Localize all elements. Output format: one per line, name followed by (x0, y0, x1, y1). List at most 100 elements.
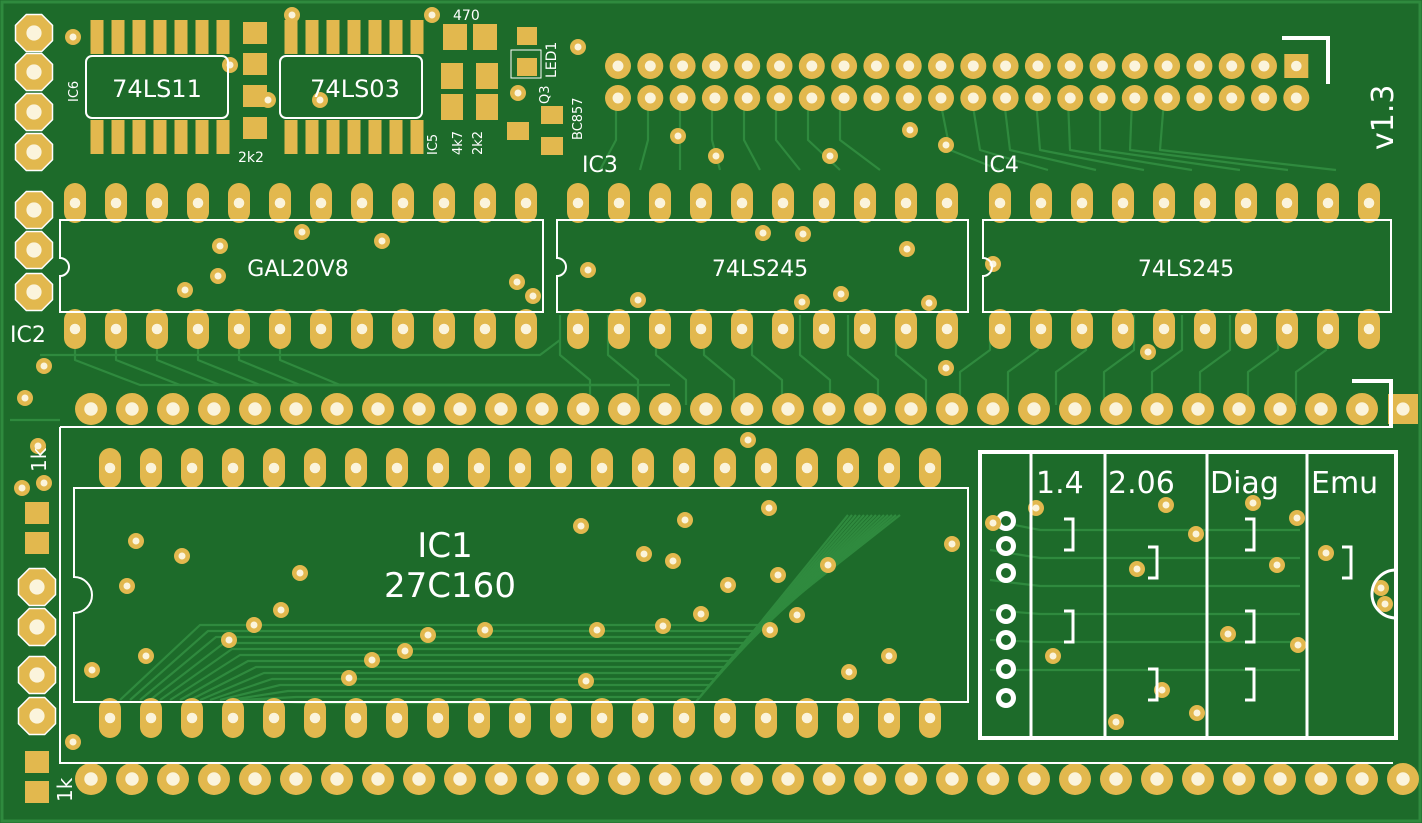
q3-pad-2 (541, 137, 563, 155)
header-top-row-16-hole (1129, 60, 1141, 72)
left-edge-pad-top-4-hole (26, 202, 42, 218)
r-2k2-pad-3 (243, 117, 267, 139)
via-58-hole (697, 610, 705, 618)
bracket-emu (1342, 545, 1353, 580)
socket-top-7-hole (371, 402, 385, 416)
socket-bottom-26-hole (1150, 772, 1164, 786)
via-29-hole (1144, 348, 1152, 356)
ic1-pin-bottom-4-hole (268, 712, 280, 724)
ic6-pad-top-2 (132, 20, 146, 54)
ic1-pin-bottom-8-hole (432, 712, 444, 724)
ic4-pin-top-4-hole (1158, 197, 1170, 209)
ic3-pin-bottom-1-hole (613, 323, 625, 335)
via-20-hole (584, 266, 592, 274)
via-17-hole (214, 272, 222, 280)
ic3-pin-bottom-2-hole (654, 323, 666, 335)
socket-top-13-hole (617, 402, 631, 416)
trace-ic1-bus-6 (179, 514, 877, 701)
header-top-row-12-hole (1000, 60, 1012, 72)
ic4-pin-top-5-hole (1199, 197, 1211, 209)
via-79-hole (1381, 600, 1389, 608)
ic6-pad-top-6 (216, 20, 230, 54)
via-0-hole (69, 33, 77, 41)
socket-top-0-hole (84, 402, 98, 416)
ic3-pin-bottom-9-hole (941, 323, 953, 335)
trace-hdr-a-5 (774, 100, 801, 171)
ic1-pin-top-8-hole (432, 462, 444, 474)
gal-outline (59, 219, 544, 313)
via-56-hole (593, 626, 601, 634)
header-bottom-row-10-hole (935, 92, 947, 104)
ic5-pad-bottom-3 (347, 120, 361, 154)
via-25-hole (837, 290, 845, 298)
via-81-hole (1294, 641, 1302, 649)
via-50-hole (250, 621, 258, 629)
header-bottom-row-5-hole (774, 92, 785, 104)
header-pin1-mark-top (1282, 36, 1330, 84)
ic1-pin-bottom-3-hole (227, 712, 239, 724)
header-bottom-row-2-hole (677, 92, 689, 104)
socket-bottom-10-hole (494, 772, 508, 786)
ic4-pin-top-3-hole (1117, 197, 1129, 209)
header-bottom-row-18-hole (1193, 92, 1205, 104)
header-top-row-18-hole (1193, 60, 1205, 72)
jumper-pin-hole-6 (1001, 693, 1011, 703)
jumper-col-4: Emu (1311, 466, 1378, 501)
ic4-pin-top-7-hole (1281, 197, 1293, 209)
via-6-hole (316, 96, 324, 104)
q3-pad-3 (507, 122, 529, 140)
via-73-hole (1249, 499, 1257, 507)
socket-pin-1-hole (1396, 402, 1410, 416)
ic6-pad-top-5 (195, 20, 209, 54)
jumper-brackets (1064, 517, 1353, 702)
header-pin1-mark-socket (1352, 379, 1393, 427)
trace-hdr-b-5 (1098, 100, 1241, 172)
socket-bottom-13-hole (617, 772, 631, 786)
ic1-pin-top-16-hole (760, 462, 772, 474)
ic4-pin-top-9-hole (1363, 197, 1375, 209)
via-69-hole (989, 519, 997, 527)
header-bottom-row-7-hole (838, 92, 850, 104)
via-8-hole (674, 132, 682, 140)
socket-top-17-hole (781, 402, 795, 416)
via-76-hole (1273, 561, 1281, 569)
ic6-pad-bottom-6 (216, 120, 230, 154)
via-62-hole (88, 666, 96, 674)
via-43-hole (296, 569, 304, 577)
via-70-hole (1032, 504, 1040, 512)
ic5-outline (279, 55, 423, 119)
trace-hdr-b-6 (1128, 99, 1289, 172)
ic5-pad-bottom-0 (284, 120, 298, 154)
gal-pin-top-6-hole (315, 197, 327, 209)
via-14-hole (298, 228, 306, 236)
header-bottom-row-4-hole (741, 92, 753, 104)
trace-hdr-a-1 (638, 100, 650, 171)
ic4-pin-bottom-0-hole (994, 323, 1006, 335)
socket-top-2-hole (166, 402, 180, 416)
gal-pin-top-9-hole (438, 197, 450, 209)
socket-bottom-0-hole (84, 772, 98, 786)
socket-top-25-hole (1109, 402, 1123, 416)
trace-hdr-a-7 (838, 100, 881, 171)
ic1-outline (73, 487, 969, 703)
jumper-pin-hole-5 (1001, 664, 1011, 674)
r-470-label: 470 (453, 8, 480, 24)
ic4-name: 74LS245 (1138, 257, 1234, 282)
via-32-hole (21, 394, 29, 402)
r-2k2b-label: 2k2 (471, 131, 486, 155)
via-59-hole (766, 626, 774, 634)
ic1-pin-top-5-hole (309, 462, 321, 474)
header-top-row-17-hole (1161, 60, 1173, 72)
gal-pin-bottom-3-hole (192, 323, 204, 335)
via-11-hole (906, 126, 914, 134)
ic1-pin-bottom-6-hole (350, 712, 362, 724)
ic3-pin-bottom-5-hole (777, 323, 789, 335)
gal-pin-bottom-5-hole (274, 323, 286, 335)
ic1-pin-top-9-hole (473, 462, 485, 474)
jumper-pin-hole-0 (1001, 516, 1011, 526)
ic4-pin-bottom-7-hole (1281, 323, 1293, 335)
header-bottom-row-12-hole (1000, 92, 1012, 104)
q3-pad-1 (541, 106, 563, 124)
gal-pin-bottom-6-hole (315, 323, 327, 335)
socket-top-5-hole (289, 402, 303, 416)
